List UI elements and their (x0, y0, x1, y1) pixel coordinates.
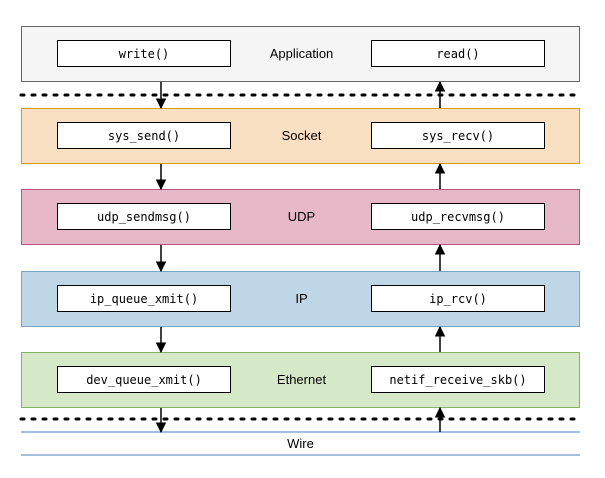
layer-ip: ip_queue_xmit() IP ip_rcv() (21, 271, 580, 327)
layer-udp: udp_sendmsg() UDP udp_recvmsg() (21, 189, 580, 245)
recv-function-box: ip_rcv() (371, 285, 545, 312)
recv-function-box: sys_recv() (371, 122, 545, 149)
layer-socket: sys_send() Socket sys_recv() (21, 108, 580, 164)
layer-label: Ethernet (276, 372, 327, 387)
layer-label: Socket (281, 128, 322, 143)
wire-label: Wire (287, 435, 314, 451)
recv-function-box: netif_receive_skb() (371, 366, 545, 393)
send-function-box: udp_sendmsg() (57, 203, 231, 230)
layer-ethernet: dev_queue_xmit() Ethernet netif_receive_… (21, 352, 580, 408)
send-function-box: ip_queue_xmit() (57, 285, 231, 312)
recv-function-box: read() (371, 40, 545, 67)
layer-label: IP (295, 291, 308, 306)
send-function-box: write() (57, 40, 231, 67)
layer-label: Application (269, 46, 334, 61)
send-function-box: dev_queue_xmit() (57, 366, 231, 393)
send-function-box: sys_send() (57, 122, 231, 149)
layer-application: write() Application read() (21, 26, 580, 82)
layer-label: UDP (287, 209, 316, 224)
recv-function-box: udp_recvmsg() (371, 203, 545, 230)
